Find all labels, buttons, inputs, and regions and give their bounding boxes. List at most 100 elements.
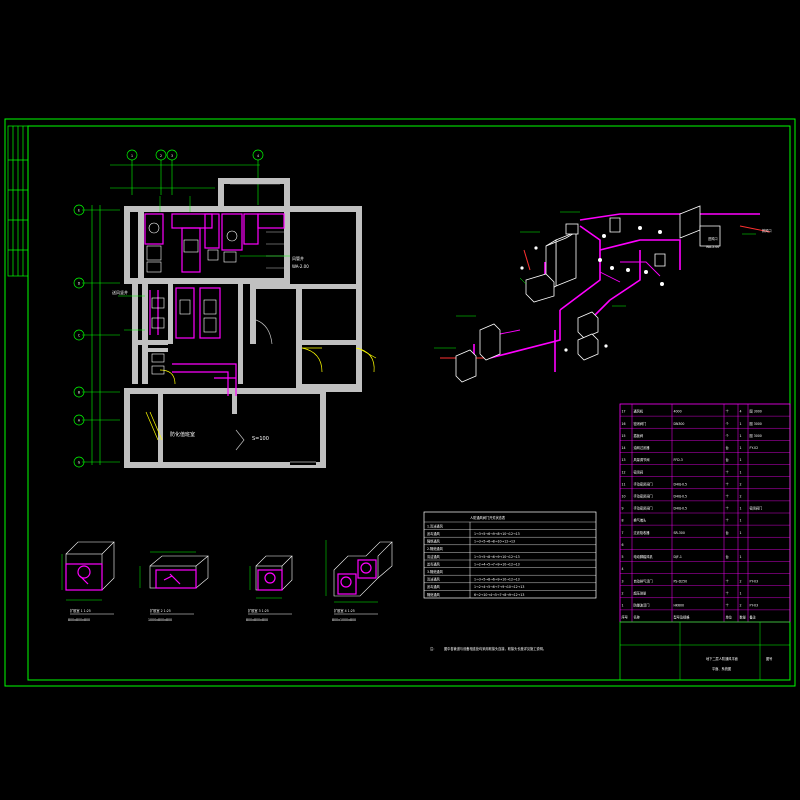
valve-mode: 滤毒通风 [427, 561, 441, 566]
binding-strip [7, 125, 29, 277]
riser-label: 风管井 [292, 255, 304, 261]
valve-table-title: 人防通风阀门开关状态表 [470, 515, 506, 520]
valve-sequence: 6→2→10→4→5→7→8→9→12→13 [474, 593, 524, 597]
equipment-cell-spec: D40J-0.5 [674, 494, 688, 498]
equipment-cell-no: 5 [622, 555, 624, 559]
equipment-header-unit: 单位 [726, 615, 733, 620]
drawing-title-line1: 地下二层人防通风平面 [706, 656, 738, 661]
pipe-level-label: WA-2.00 [292, 264, 309, 269]
system-diagram: 进风口 WA-2.00 排风口 [434, 205, 772, 383]
detail-dimensions: 800x800x800 [246, 618, 268, 622]
detail-title: 扩散室 3 1:25 [248, 608, 269, 613]
equipment-cell-note: FY-03 [750, 603, 759, 607]
equipment-cell-qty: 4 [740, 410, 742, 414]
outer-frame [4, 118, 796, 687]
equipment-cell-no: 3 [622, 579, 624, 583]
detail-2 [139, 551, 209, 589]
detail-dimensions: 800x1000x800 [332, 618, 356, 622]
equipment-cell-no: 9 [622, 507, 624, 511]
system-leaders [434, 211, 756, 349]
equipment-cell-note: FY-02 [750, 446, 759, 450]
equipment-cell-no: 6 [622, 543, 624, 547]
equipment-cell-note: 图 3000 [750, 434, 762, 438]
axis-bubble-left: A [73, 414, 85, 426]
equipment-cell-name: 手动密闭阀门 [634, 493, 653, 498]
axis-label: 4 [257, 154, 259, 158]
equipment-cell-qty: 2 [740, 482, 742, 486]
equipment-cell-no: 13 [622, 458, 626, 462]
detail-dimensions: 800x800x800 [68, 618, 90, 622]
equipment-cell-qty: 1 [740, 458, 742, 462]
equipment-cell-spec: HK600 [674, 603, 685, 607]
equipment-cell-note: 图 3000 [750, 410, 762, 414]
valve-mode: 隔绝通风 [427, 592, 441, 597]
equipment-cell-no: 11 [622, 482, 626, 486]
axis-label: 1 [131, 154, 133, 158]
walls [124, 178, 362, 468]
axis-label: D [78, 282, 81, 286]
notes-text: 图中各管道与设备相连处均采用软接头连接，软接头长度详见施工说明。 [444, 646, 546, 651]
equipment-cell-name: 插板阀 [634, 433, 644, 438]
axis-bubble-top: 1 [126, 149, 138, 161]
equipment-cell-name: 手动密闭阀门 [634, 506, 653, 511]
equipment-cell-spec: 4000 [674, 410, 682, 414]
valve-sequence: 1→3→5→8→6→9→10→12→13 [474, 578, 520, 582]
detail-title: 扩散室 2 1:25 [150, 608, 171, 613]
equipment-cell-no: 16 [622, 422, 626, 426]
equipment-cell-unit: 个 [726, 603, 730, 607]
valve-mode: 2.隔绝通风 [427, 546, 444, 551]
valve-mode: 隔绝通风 [427, 539, 441, 544]
detail-title: 扩散室 4 1:25 [334, 608, 355, 613]
equipment-cell-unit: 台 [726, 554, 729, 559]
detail-drawings [61, 540, 393, 603]
equipment-cell-qty: 1 [740, 519, 742, 523]
dimension-lines-left [82, 205, 120, 465]
room-area-label: S=100 [252, 436, 269, 442]
valve-sequence: 1→3→5→6→9→8→10→12→13 [474, 532, 520, 536]
equipment-cell-qty: 1 [740, 470, 742, 474]
equipment-cell-no: 8 [622, 519, 624, 523]
equipment-cell-unit: 个 [726, 470, 730, 474]
equipment-cell-unit: 个 [726, 434, 730, 438]
equipment-header-spec: 型号及规格 [674, 615, 691, 620]
equipment-cell-spec: DJF-1 [674, 555, 682, 559]
equipment-cell-name: 密闭阀 [634, 469, 644, 474]
equipment-cell-qty: 1 [740, 446, 742, 450]
equipment-cell-unit: 个 [726, 579, 730, 583]
equipment-cell-no: 17 [622, 410, 626, 414]
detail-dimensions: 1000x800x800 [148, 618, 172, 622]
axis-label: A [78, 419, 81, 423]
inner-frame [27, 125, 791, 681]
axis-bubble-left: D [73, 277, 85, 289]
axis-bubble-left: C [73, 329, 85, 341]
valve-mode: 滤毒通风 [427, 584, 441, 589]
equipment-cell-name: 风量调节阀 [634, 457, 650, 462]
axis-label: B [78, 391, 80, 395]
system-inlet-label: 进风口 [708, 236, 718, 241]
equipment-cell-no: 4 [622, 567, 624, 571]
equipment-cell-name: 超压测量 [634, 590, 648, 595]
ducts [144, 213, 285, 396]
axis-label: E [78, 209, 80, 213]
equipment-cell-no: 12 [622, 470, 626, 474]
system-valves [520, 226, 664, 352]
equipment-cell-no: 15 [622, 434, 626, 438]
valve-sequence: 1→2→4→5→7→9→10→12→13 [474, 562, 520, 566]
equipment-cell-qty: 2 [740, 494, 742, 498]
equipment-cell-qty: 2 [740, 579, 742, 583]
axis-label: 2 [160, 154, 162, 158]
door-swings [145, 347, 377, 441]
notes-label: 注： [430, 646, 436, 651]
room-name-label: 防化值班室 [170, 431, 195, 438]
axis-label: C [78, 334, 81, 338]
equipment-cell-qty: 1 [740, 434, 742, 438]
axis-bubble-top: 2 [155, 149, 167, 161]
axis-bubble-top: 4 [252, 149, 264, 161]
equipment-cell-note: 图 3000 [750, 422, 762, 426]
equipment-cell-unit: 个 [726, 507, 730, 511]
equipment-cell-unit: 个 [726, 422, 730, 426]
equipment-cell-name: 手动密闭阀门 [634, 481, 653, 486]
